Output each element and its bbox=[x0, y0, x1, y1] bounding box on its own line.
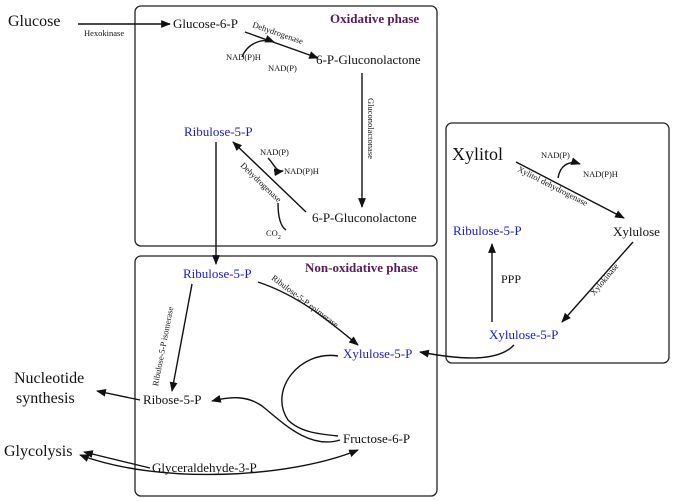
nadp-1-label: NAD(P) bbox=[268, 63, 297, 73]
cofactor-curve-1 bbox=[241, 35, 275, 58]
xylitol-dehydrogenase-label: Xylitol dehydrogenase bbox=[516, 164, 590, 208]
synthesis-label: synthesis bbox=[16, 390, 75, 407]
cross-curve-upper bbox=[281, 354, 339, 437]
oxidative-phase-title: Oxidative phase bbox=[330, 11, 419, 26]
xylokinase-arrow bbox=[561, 241, 634, 323]
nucleotide-arrow bbox=[96, 388, 141, 401]
xylulose-5p-nonox-label: Xylulose-5-P bbox=[343, 346, 412, 361]
oxidative-phase-box bbox=[134, 5, 438, 247]
non-oxidative-phase-title: Non-oxidative phase bbox=[305, 260, 418, 275]
co2-label: CO2 bbox=[266, 228, 281, 241]
epimerase-arrow bbox=[257, 281, 359, 346]
glycolysis-label: Glycolysis bbox=[4, 443, 72, 460]
isomerase-arrow bbox=[169, 283, 193, 392]
gluconolactone-a-label: 6-P-Gluconolactone bbox=[316, 52, 421, 67]
ribose-5p-label: Ribose-5-P bbox=[143, 392, 202, 407]
nadph-1-label: NAD(P)H bbox=[226, 52, 261, 62]
xylitol-label: Xylitol bbox=[452, 144, 503, 164]
glyceraldehyde-3p-label: Glyceraldehyde-3-P bbox=[152, 460, 257, 475]
non-oxidative-phase-box bbox=[134, 255, 438, 497]
dehydrogenase-2-arrow bbox=[232, 141, 307, 213]
glucose-label: Glucose bbox=[8, 13, 60, 30]
cofactor-curve-2 bbox=[267, 157, 284, 177]
gluconolactonase-label: Gluconolactonase bbox=[366, 98, 376, 159]
co2-curve bbox=[277, 202, 287, 231]
fructose-glycolysis-curve bbox=[79, 449, 359, 476]
ribulose-epimerase-label: Ribulose-5-P epimerase bbox=[270, 273, 341, 330]
xylokinase-label: Xylokinase bbox=[588, 261, 621, 297]
ribulose-5p-xyl-label: Ribulose-5-P bbox=[453, 223, 522, 238]
glucose-6p-label: Glucose-6-P bbox=[173, 16, 238, 31]
cross-curve-lower bbox=[211, 395, 341, 443]
hexokinase-label: Hexokinase bbox=[84, 28, 124, 38]
xylitol-pathway-box bbox=[445, 122, 670, 364]
cofactor-curve-3 bbox=[557, 157, 581, 179]
nadph-3-label: NAD(P)H bbox=[583, 169, 618, 179]
ribulose-5p-ox-label: Ribulose-5-P bbox=[184, 124, 253, 139]
nadph-2-label: NAD(P)H bbox=[284, 166, 319, 176]
nadp-2-label: NAD(P) bbox=[260, 147, 289, 157]
nucleotide-label: Nucleotide bbox=[14, 370, 84, 387]
ribulose-isomerase-label: Ribulose-5-P isomerase bbox=[150, 306, 175, 387]
ribulose-5p-nonox-label: Ribulose-5-P bbox=[183, 266, 252, 281]
xylulose-transfer-arrow bbox=[419, 344, 515, 359]
fructose-6p-label: Fructose-6-P bbox=[343, 431, 410, 446]
g6p-dehydrogenase-arrow bbox=[244, 31, 319, 59]
xylulose-5p-xyl-label: Xylulose-5-P bbox=[489, 327, 558, 342]
dehydrogenase-2-label: Dehydrogenase bbox=[239, 160, 284, 204]
xylulose-label: Xylulose bbox=[613, 224, 660, 239]
ppp-label: PPP bbox=[501, 272, 521, 286]
gluconolactone-b-label: 6-P-Gluconolactone bbox=[312, 210, 417, 225]
dehydrogenase-1-label: Dehydrogenase bbox=[251, 19, 304, 46]
nadp-3-label: NAD(P) bbox=[541, 150, 570, 160]
xylitol-dehydrogenase-arrow bbox=[515, 161, 625, 219]
